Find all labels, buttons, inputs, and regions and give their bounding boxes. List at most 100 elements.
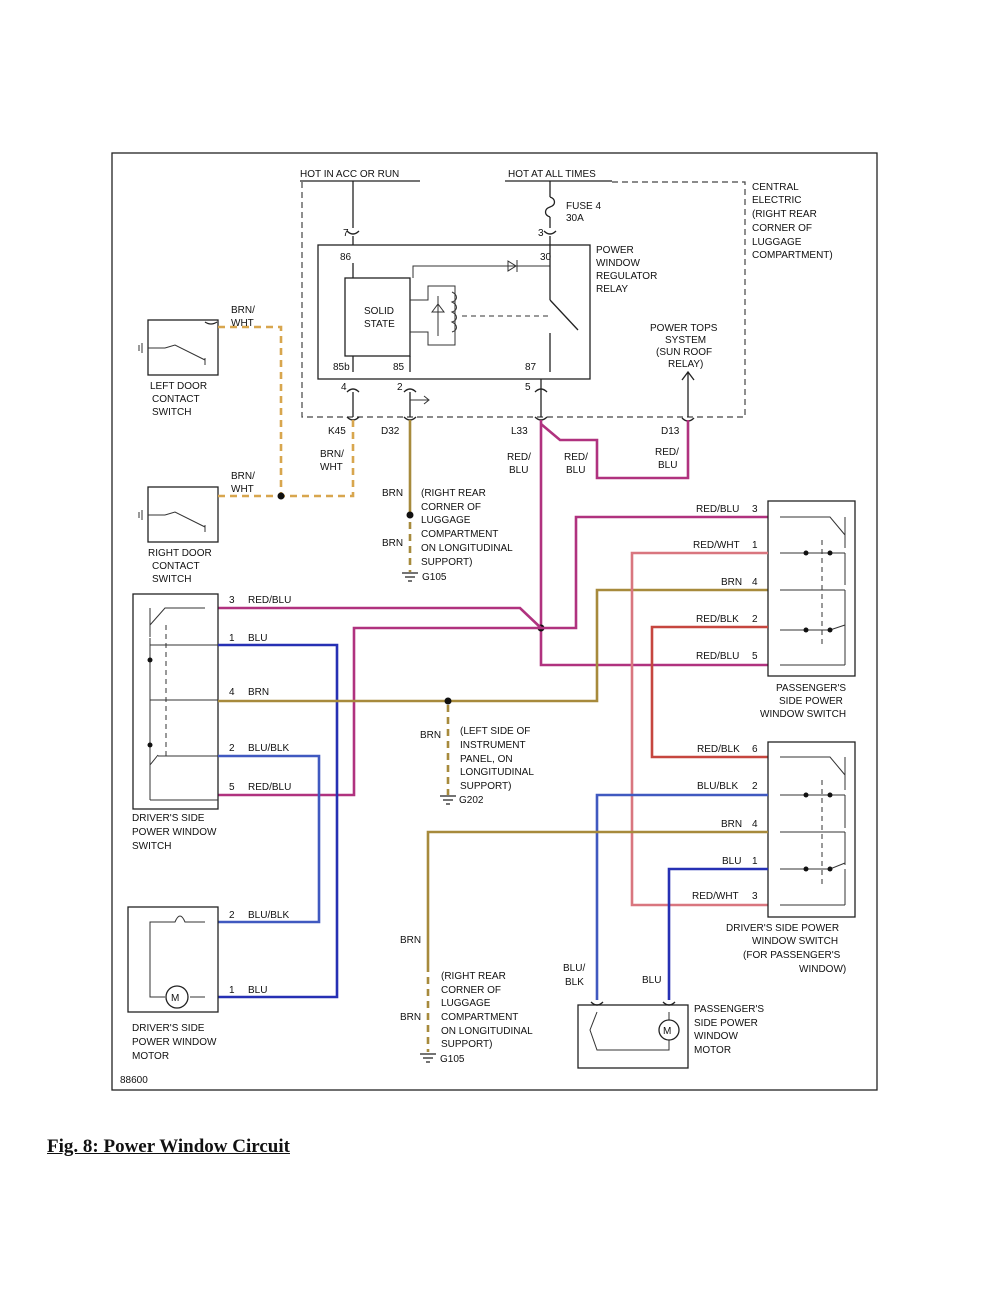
svg-text:RED/: RED/: [507, 452, 531, 463]
svg-text:RIGHT DOOR: RIGHT DOOR: [148, 548, 212, 559]
passengers-side-power-window-switch: [767, 500, 856, 677]
svg-text:LUGGAGE: LUGGAGE: [752, 237, 802, 248]
relay-contact: [549, 299, 579, 331]
svg-text:SWITCH: SWITCH: [152, 574, 191, 585]
svg-text:SWITCH: SWITCH: [152, 407, 191, 418]
svg-text:LUGGAGE: LUGGAGE: [441, 998, 491, 1009]
svg-text:(LEFT SIDE OF: (LEFT SIDE OF: [460, 726, 530, 737]
svg-text:WHT: WHT: [231, 484, 254, 495]
svg-text:ELECTRIC: ELECTRIC: [752, 195, 801, 206]
svg-text:3: 3: [229, 595, 235, 606]
svg-text:SOLID: SOLID: [364, 306, 394, 317]
svg-text:2: 2: [752, 614, 758, 625]
svg-text:DRIVER'S SIDE POWER: DRIVER'S SIDE POWER: [726, 923, 839, 934]
svg-text:WINDOW SWITCH: WINDOW SWITCH: [752, 936, 838, 947]
svg-text:1: 1: [752, 856, 758, 867]
svg-text:BLK: BLK: [565, 977, 584, 988]
svg-text:4: 4: [229, 687, 235, 698]
svg-text:POWER TOPS: POWER TOPS: [650, 323, 718, 334]
driver-pass-switch-label: DRIVER'S SIDE POWER WINDOW SWITCH (FOR P…: [726, 923, 846, 975]
right-door-switch-label: RIGHT DOOR CONTACT SWITCH: [148, 548, 212, 585]
svg-text:RED/BLK: RED/BLK: [696, 614, 739, 625]
svg-text:5: 5: [752, 651, 758, 662]
driver-side-power-window-motor: [127, 906, 219, 1013]
wire-blu-blk-pass-motor: [595, 793, 768, 1000]
svg-text:SYSTEM: SYSTEM: [665, 335, 706, 346]
svg-text:4: 4: [341, 382, 347, 393]
left-door-switch-label: LEFT DOOR CONTACT SWITCH: [150, 381, 207, 418]
svg-text:WINDOW: WINDOW: [596, 258, 640, 269]
svg-text:BLU/: BLU/: [563, 963, 585, 974]
svg-text:SUPPORT): SUPPORT): [441, 1039, 493, 1050]
connector-d13: D13: [661, 426, 680, 437]
svg-text:BRN/: BRN/: [320, 449, 344, 460]
svg-text:BLU/BLK: BLU/BLK: [248, 743, 289, 754]
wire-red-blu-l33-d13: [540, 420, 690, 480]
svg-text:RED/BLU: RED/BLU: [248, 782, 291, 793]
fuse-name: FUSE 4: [566, 201, 601, 212]
svg-text:WINDOW SWITCH: WINDOW SWITCH: [760, 709, 846, 720]
svg-text:LUGGAGE: LUGGAGE: [421, 515, 471, 526]
central-electric-box: [301, 181, 746, 418]
power-window-regulator-relay: [317, 244, 591, 380]
diagram-id: 88600: [120, 1075, 148, 1086]
ground-g105-a: (RIGHT REAR CORNER OF LUGGAGE COMPARTMEN…: [402, 488, 513, 583]
passenger-switch-label: PASSENGER'S SIDE POWER WINDOW SWITCH: [760, 683, 846, 720]
diagram-frame: [111, 152, 878, 1091]
svg-text:3: 3: [538, 228, 544, 239]
wire-red-blu-l33-main: [539, 420, 768, 667]
svg-text:5: 5: [525, 382, 531, 393]
svg-text:SUPPORT): SUPPORT): [421, 557, 473, 568]
svg-text:BRN: BRN: [248, 687, 269, 698]
svg-text:3: 3: [752, 891, 758, 902]
svg-text:ON LONGITUDINAL: ON LONGITUDINAL: [421, 543, 513, 554]
svg-text:CONTACT: CONTACT: [152, 561, 200, 572]
ground-g202: (LEFT SIDE OF INSTRUMENT PANEL, ON LONGI…: [440, 726, 534, 806]
wire-red-blk-pass-2: [650, 625, 768, 759]
svg-text:RED/WHT: RED/WHT: [693, 540, 740, 551]
svg-text:BRN/: BRN/: [231, 305, 255, 316]
svg-text:CORNER OF: CORNER OF: [752, 223, 812, 234]
svg-text:RED/: RED/: [655, 447, 679, 458]
svg-text:(RIGHT REAR: (RIGHT REAR: [421, 488, 486, 499]
svg-text:PANEL, ON: PANEL, ON: [460, 754, 513, 765]
svg-text:SIDE POWER: SIDE POWER: [779, 696, 843, 707]
svg-text:RED/BLU: RED/BLU: [248, 595, 291, 606]
svg-text:MOTOR: MOTOR: [694, 1045, 731, 1056]
svg-text:COMPARTMENT: COMPARTMENT: [421, 529, 498, 540]
svg-text:1: 1: [752, 540, 758, 551]
svg-text:4: 4: [752, 577, 758, 588]
svg-text:(RIGHT REAR: (RIGHT REAR: [752, 209, 817, 220]
driver-motor-label: DRIVER'S SIDE POWER WINDOW MOTOR: [132, 1023, 217, 1062]
svg-text:1: 1: [229, 985, 235, 996]
svg-text:5: 5: [229, 782, 235, 793]
svg-text:2: 2: [752, 781, 758, 792]
svg-text:INSTRUMENT: INSTRUMENT: [460, 740, 526, 751]
svg-text:SUPPORT): SUPPORT): [460, 781, 512, 792]
svg-text:BRN: BRN: [420, 730, 441, 741]
svg-text:BRN: BRN: [400, 935, 421, 946]
svg-text:RED/BLK: RED/BLK: [697, 744, 740, 755]
driver-side-switch-for-passenger-window: [767, 741, 856, 918]
svg-text:2: 2: [229, 743, 235, 754]
svg-text:BLU: BLU: [642, 975, 661, 986]
svg-text:STATE: STATE: [364, 319, 395, 330]
svg-text:BLU: BLU: [509, 465, 528, 476]
svg-text:BRN: BRN: [721, 577, 742, 588]
svg-text:WINDOW: WINDOW: [694, 1031, 738, 1042]
svg-text:3: 3: [752, 504, 758, 515]
solid-state-block: [344, 277, 411, 357]
svg-text:85: 85: [393, 362, 405, 373]
svg-text:LEFT DOOR: LEFT DOOR: [150, 381, 207, 392]
svg-text:4: 4: [752, 819, 758, 830]
wire-red-wht-pass-1: [630, 551, 768, 907]
svg-text:(SUN ROOF: (SUN ROOF: [656, 347, 712, 358]
svg-text:SWITCH: SWITCH: [132, 841, 171, 852]
svg-text:BLU: BLU: [248, 985, 267, 996]
svg-text:CENTRAL: CENTRAL: [752, 182, 799, 193]
svg-text:RED/WHT: RED/WHT: [692, 891, 739, 902]
wire-brn-wht-left-door: [218, 325, 283, 497]
fuse-symbol: [544, 196, 556, 218]
figure-caption: Fig. 8: Power Window Circuit: [47, 1136, 290, 1157]
